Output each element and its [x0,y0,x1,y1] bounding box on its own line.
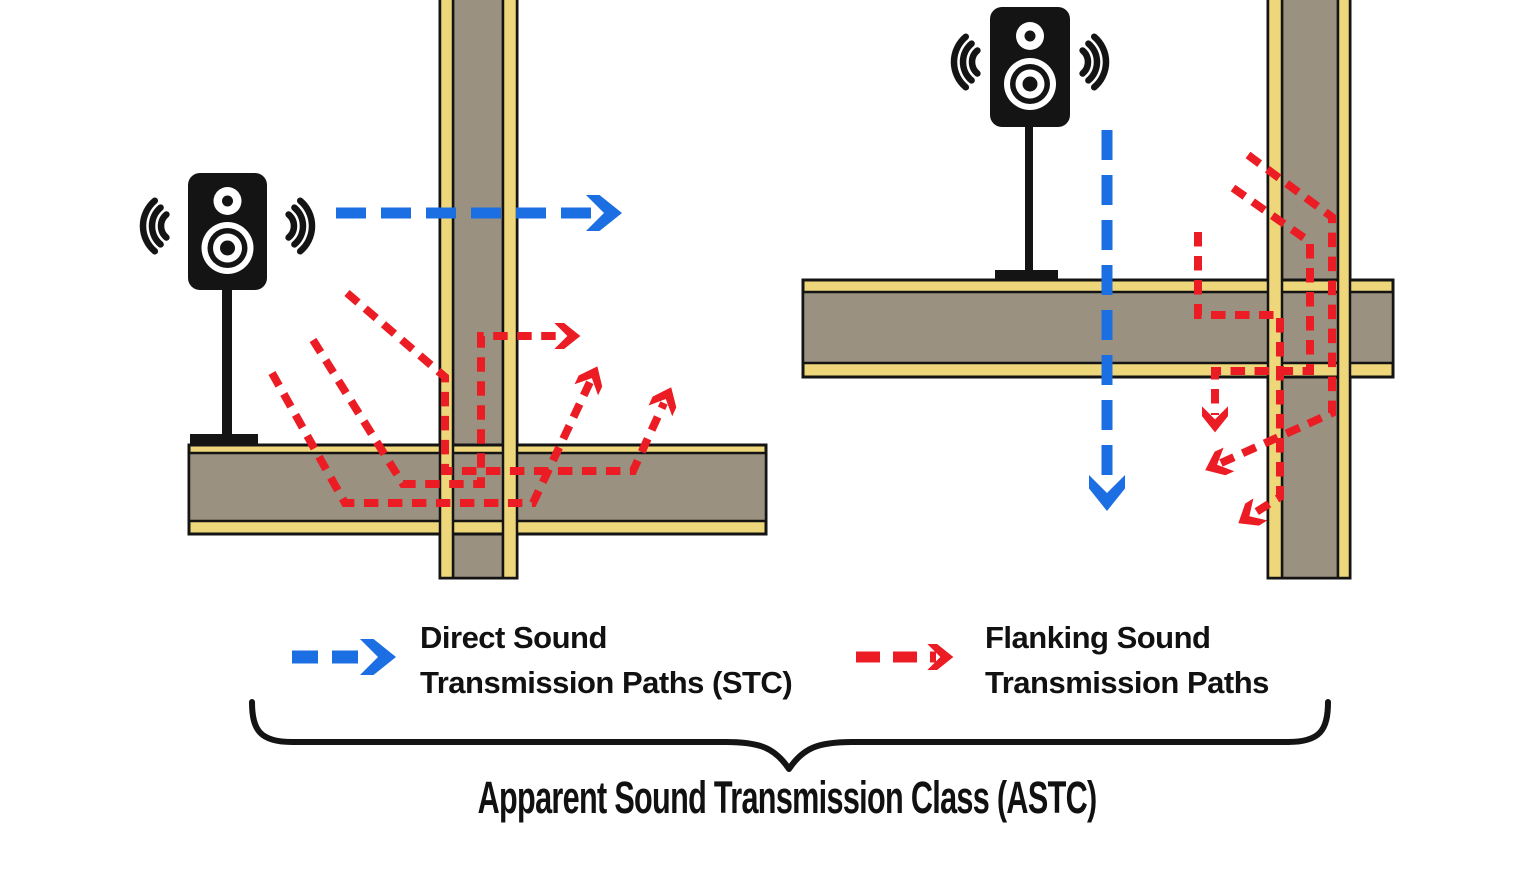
speaker-stand-base [190,434,258,444]
legend-flanking-line2: Transmission Paths [985,665,1269,700]
legend-direct-label: Direct Sound Transmission Paths (STC) [420,615,793,705]
right-floor-core [801,290,1395,365]
right-speaker-icon [950,7,1110,280]
legend-flanking-line1: Flanking Sound [985,620,1211,655]
speaker-stand-pole [222,288,232,437]
legend-direct-line1: Direct Sound [420,620,607,655]
left-wall-sheathing-right [501,0,519,580]
left-speaker-icon [139,173,316,444]
sound-waves-icon [139,197,316,255]
astc-caption: Apparent Sound Transmission Class (ASTC) [19,772,1536,824]
legend-direct-line2: Transmission Paths (STC) [420,665,793,700]
legend-flanking-label: Flanking Sound Transmission Paths [985,615,1269,705]
flanking-path-left-1 [344,289,677,475]
sound-waves-icon [950,33,1110,91]
astc-caption-text: Apparent Sound Transmission Class (ASTC) [477,772,1098,823]
flanking-path-right-2 [1202,184,1314,433]
speaker-stand-base [995,270,1058,280]
left-wall-sheathing-left [438,0,455,580]
flanking-path-left-2 [309,323,581,488]
right-wall-sheathing-right [1336,0,1352,580]
right-wall-sheathing-left [1266,0,1284,580]
flanking-path-right-3 [1194,232,1284,526]
right-wall-floor-assembly [801,0,1395,580]
flanking-path-left-3 [268,366,603,507]
curly-brace-icon [249,699,1331,772]
speaker-stand-pole [1025,125,1033,272]
left-wall-floor-assembly [187,0,768,580]
